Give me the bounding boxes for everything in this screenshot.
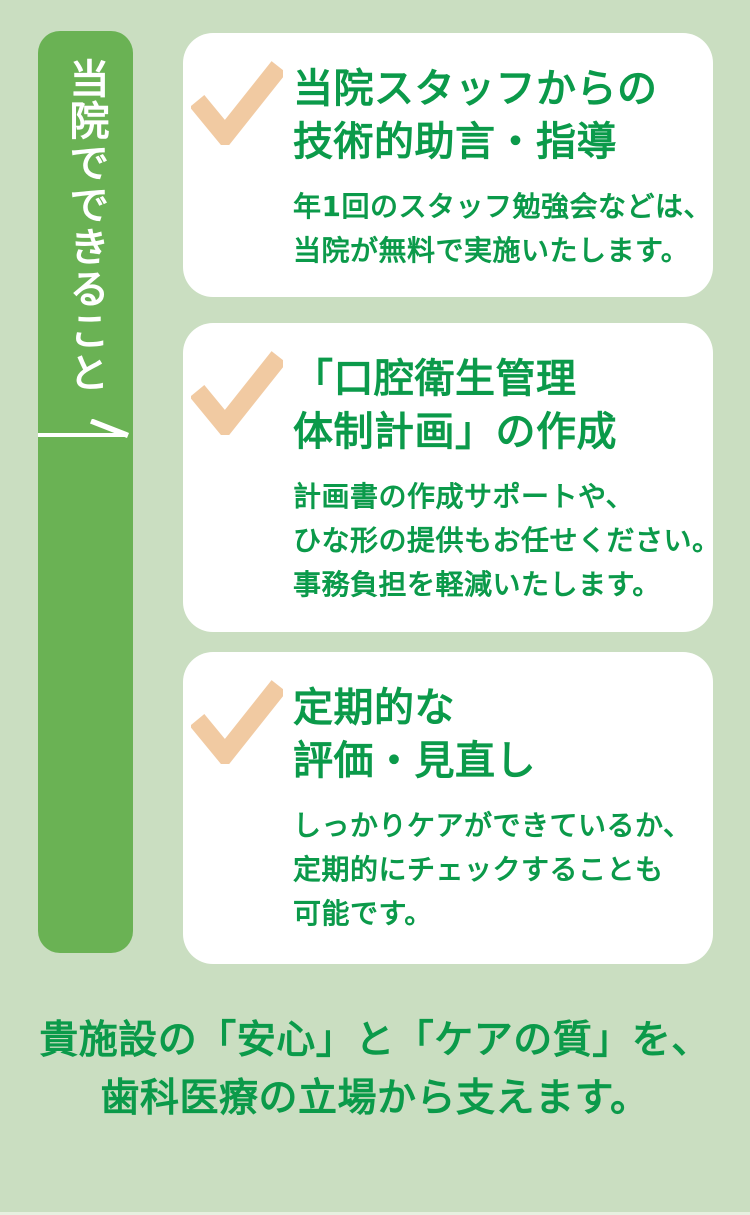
card-title: 「口腔衛生管理 体制計画」の作成 xyxy=(293,353,721,459)
card-body-line: しっかりケアができているか、 xyxy=(293,809,692,842)
card-body-line: ひな形の提供もお任せください。 xyxy=(293,524,721,557)
check-icon xyxy=(191,351,283,435)
card-body-line: 年1回のスタッフ勉強会などは、 xyxy=(293,190,712,223)
card-text-block: 「口腔衛生管理 体制計画」の作成 計画書の作成サポートや、 ひな形の提供もお任せ… xyxy=(293,353,721,607)
card-title-line: 「口腔衛生管理 xyxy=(293,356,577,402)
card-text-block: 当院スタッフからの 技術的助言・指導 年1回のスタッフ勉強会などは、 当院が無料… xyxy=(293,63,712,273)
card-title: 定期的な 評価・見直し xyxy=(293,682,691,788)
card-text-block: 定期的な 評価・見直し しっかりケアができているか、 定期的にチェックすることも… xyxy=(293,682,691,936)
feature-card-review: 定期的な 評価・見直し しっかりケアができているか、 定期的にチェックすることも… xyxy=(183,652,713,964)
tagline-line: 歯科医療の立場から支えます。 xyxy=(100,1076,650,1121)
card-body: 計画書の作成サポートや、 ひな形の提供もお任せください。 事務負担を軽減いたしま… xyxy=(293,475,721,607)
card-body: 年1回のスタッフ勉強会などは、 当院が無料で実施いたします。 xyxy=(293,185,712,273)
tagline-line: 貴施設の「安心」と「ケアの質」を、 xyxy=(39,1018,711,1063)
card-title-line: 評価・見直し xyxy=(293,738,536,784)
card-body: しっかりケアができているか、 定期的にチェックすることも 可能です。 xyxy=(293,804,691,936)
card-title: 当院スタッフからの 技術的助言・指導 xyxy=(293,63,712,169)
card-body-line: 定期的にチェックすることも xyxy=(293,853,664,886)
feature-card-staff-advice: 当院スタッフからの 技術的助言・指導 年1回のスタッフ勉強会などは、 当院が無料… xyxy=(183,33,713,297)
side-banner: 当院でできること xyxy=(38,31,133,953)
card-title-line: 体制計画」の作成 xyxy=(293,409,617,455)
card-body-line: 計画書の作成サポートや、 xyxy=(293,480,635,513)
feature-card-care-plan: 「口腔衛生管理 体制計画」の作成 計画書の作成サポートや、 ひな形の提供もお任せ… xyxy=(183,323,720,632)
banner-vertical-title: 当院でできること xyxy=(62,58,109,394)
card-body-line: 当院が無料で実施いたします。 xyxy=(293,234,690,267)
bottom-edge-strip xyxy=(0,1212,750,1215)
arrow-right-icon xyxy=(38,419,130,439)
card-title-line: 技術的助言・指導 xyxy=(293,119,617,165)
check-icon xyxy=(191,680,283,764)
footer-tagline: 貴施設の「安心」と「ケアの質」を、 歯科医療の立場から支えます。 xyxy=(0,1012,750,1128)
card-body-line: 可能です。 xyxy=(293,897,433,930)
check-icon xyxy=(191,61,283,145)
card-title-line: 当院スタッフからの xyxy=(293,66,658,112)
card-title-line: 定期的な xyxy=(293,685,455,731)
card-body-line: 事務負担を軽減いたします。 xyxy=(293,568,661,601)
